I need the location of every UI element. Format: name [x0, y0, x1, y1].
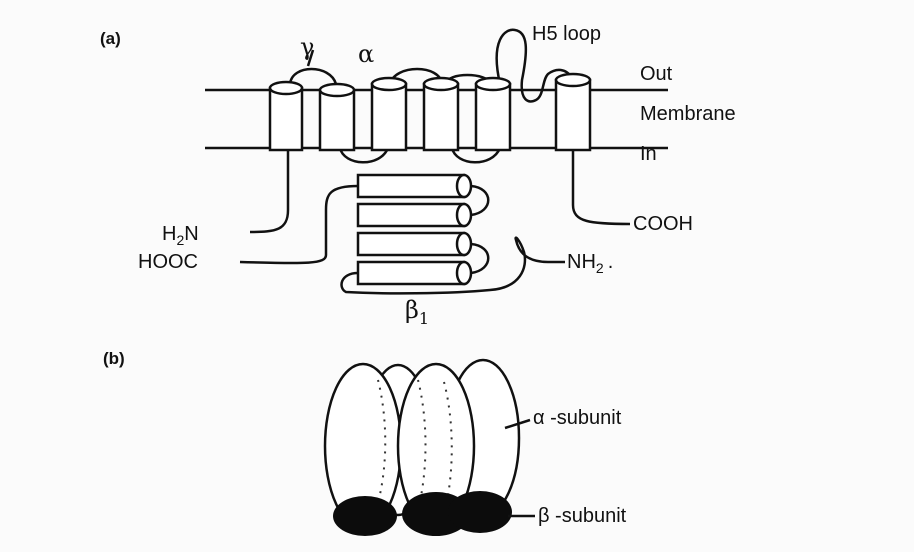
tm-helix-3 [370, 76, 408, 152]
beta-nh2-tail [340, 236, 565, 295]
beta-turn-1 [470, 184, 490, 217]
beta-helix-4 [356, 260, 473, 286]
beta-subunit-blob-1 [333, 496, 397, 536]
panel-b-tag: (b) [103, 349, 125, 368]
tm-helix-1 [268, 80, 304, 152]
membrane-label: Membrane [640, 103, 736, 125]
h5-loop-label: H5 loop [532, 23, 601, 45]
intracellular-loop-1 [338, 147, 390, 164]
tm-helix-2 [318, 82, 356, 152]
panel-a-tag: (a) [100, 29, 121, 48]
beta-turn-2 [470, 242, 490, 275]
beta-hooc-tail [239, 184, 359, 265]
intracellular-loop-2 [450, 147, 502, 164]
tm-helix-4 [422, 76, 460, 152]
h2n-label: H2N [162, 223, 199, 248]
alpha-c-terminus-tail [571, 150, 631, 226]
nh2-label: NH2. [567, 251, 613, 276]
beta-subunit-blob-3 [448, 491, 512, 533]
alpha-inner-dots-1 [375, 379, 387, 511]
alpha-n-terminus-tail [249, 150, 290, 234]
tm-helix-6 [554, 72, 592, 152]
in-label: In [640, 143, 657, 165]
beta-subunit-label: β -subunit [538, 505, 627, 527]
alpha-subunit-leader [504, 418, 531, 430]
out-label: Out [640, 63, 673, 85]
beta-helix-1 [356, 173, 473, 199]
gamma-loop [288, 67, 338, 85]
alpha-inner-dots-2 [417, 379, 427, 511]
beta-helix-2 [356, 202, 473, 228]
gamma-label: γ [300, 33, 314, 61]
alpha-label: α [358, 40, 374, 68]
beta-helix-3 [356, 231, 473, 257]
hooc-label: HOOC [138, 251, 198, 273]
gamma-tick [306, 49, 315, 67]
cooh-label: COOH [633, 213, 693, 235]
beta1-label: β1 [405, 296, 429, 328]
tm-helix-5 [474, 76, 512, 152]
h5-loop [495, 28, 574, 103]
alpha-subunit-label: α -subunit [533, 407, 622, 429]
